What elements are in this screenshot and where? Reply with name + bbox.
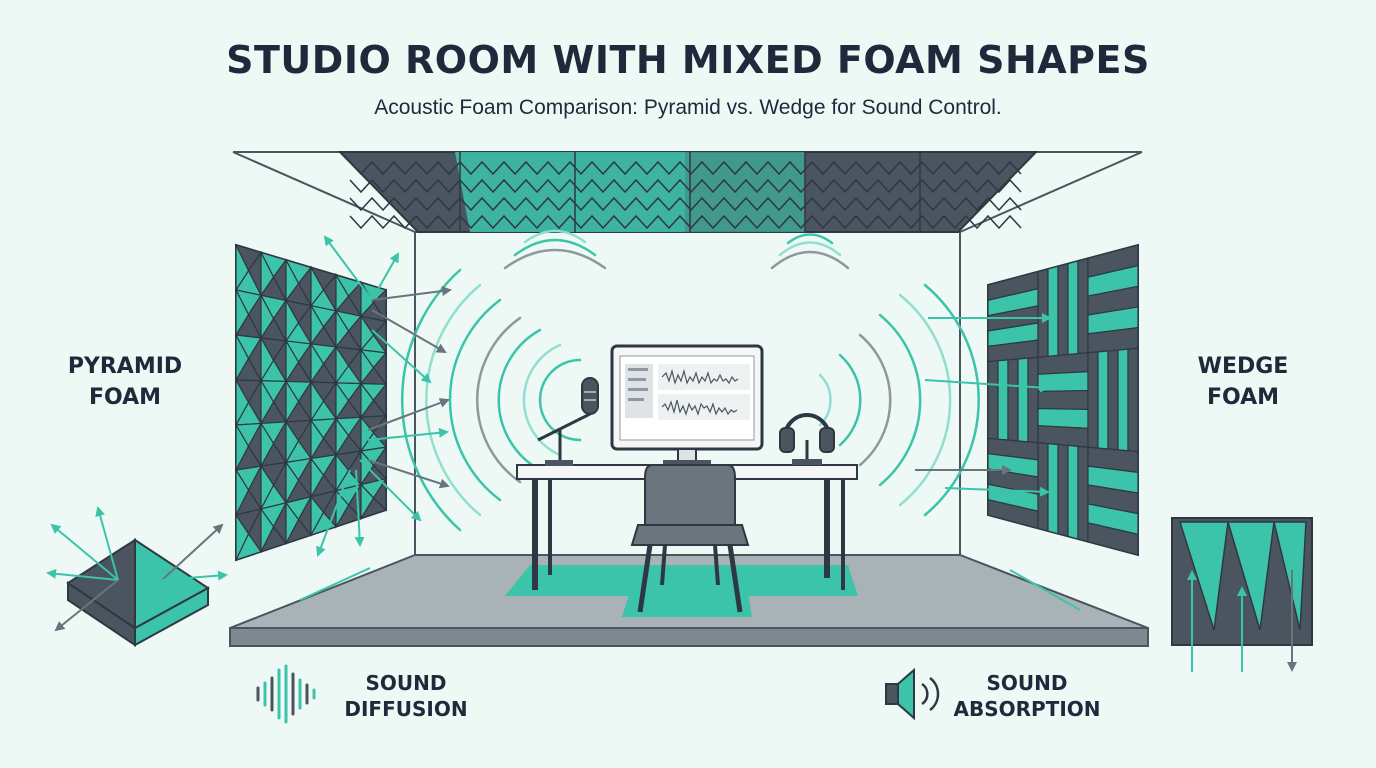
speaker-icon bbox=[885, 667, 940, 721]
page-subtitle: Acoustic Foam Comparison: Pyramid vs. We… bbox=[374, 96, 1002, 119]
pyramid-foam-wall bbox=[234, 243, 388, 562]
monitor bbox=[610, 344, 764, 465]
chair bbox=[630, 464, 750, 613]
ceiling-foam bbox=[337, 151, 1039, 233]
wedge-foam-wall bbox=[987, 243, 1139, 557]
page-title: STUDIO ROOM WITH MIXED FOAM SHAPES bbox=[226, 38, 1150, 82]
diffusion-arrows bbox=[316, 235, 452, 557]
pyramid-foam-sample bbox=[46, 506, 228, 647]
sound-waves bbox=[400, 229, 980, 532]
microphone bbox=[537, 377, 599, 466]
absorption-arrows bbox=[915, 313, 1052, 497]
wedge-foam-sample bbox=[1171, 517, 1313, 672]
floor-rug bbox=[505, 565, 858, 617]
sound-wave-icon bbox=[256, 664, 316, 724]
headphones bbox=[779, 412, 835, 465]
